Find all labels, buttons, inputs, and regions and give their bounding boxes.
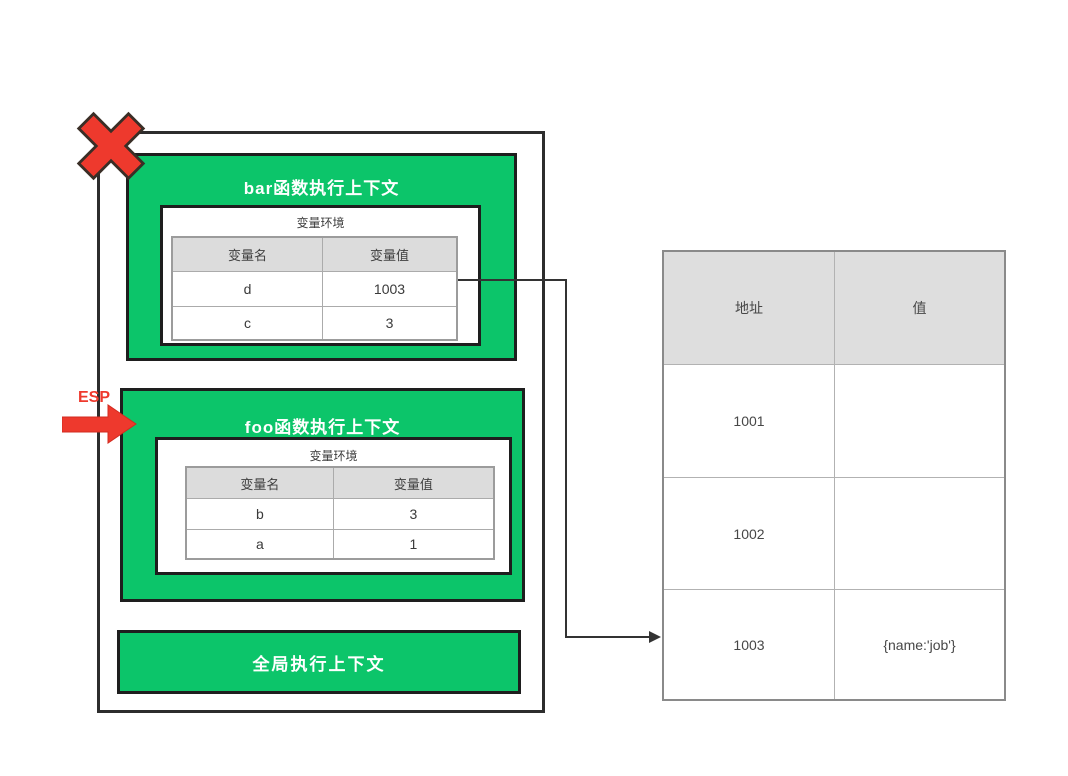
table-row: c 3 — [173, 306, 456, 339]
table-cell — [835, 478, 1004, 589]
esp-arrow-icon — [62, 404, 137, 444]
bar-context-title: bar函数执行上下文 — [243, 179, 400, 198]
column-header: 变量名 — [173, 238, 323, 271]
table-row: b 3 — [187, 498, 493, 529]
foo-context-title: foo函数执行上下文 — [244, 418, 401, 437]
destroy-x-icon — [76, 111, 146, 181]
column-header: 变量值 — [333, 468, 493, 498]
global-context-box: 全局执行上下文 — [117, 630, 521, 694]
foo-variables-table: 变量名 变量值 b 3 a 1 — [185, 466, 495, 560]
column-header: 变量值 — [322, 238, 456, 271]
table-header-row: 变量名 变量值 — [187, 468, 493, 498]
table-header-row: 变量名 变量值 — [173, 238, 456, 271]
table-cell: 1001 — [664, 365, 836, 477]
table-cell: a — [187, 530, 334, 558]
bar-env-label: 变量环境 — [296, 216, 345, 230]
table-cell — [835, 365, 1004, 477]
global-context-title: 全局执行上下文 — [252, 654, 386, 674]
foo-env-label: 变量环境 — [309, 449, 358, 463]
table-cell: 3 — [385, 315, 394, 331]
table-cell: 1002 — [664, 478, 836, 589]
column-header: 地址 — [664, 252, 836, 364]
table-row: 1003 {name:'job'} — [664, 589, 1004, 699]
table-cell: c — [173, 307, 323, 339]
table-cell: 1003 — [373, 281, 406, 297]
table-cell: b — [187, 499, 334, 529]
table-cell: 1003 — [664, 590, 836, 699]
bar-variables-table: 变量名 变量值 d 1003 c 3 — [171, 236, 458, 341]
column-header: 变量名 — [187, 468, 334, 498]
table-header-row: 地址 值 — [664, 252, 1004, 364]
memory-table: 地址 值 1001 1002 1003 {name:'job'} — [662, 250, 1006, 701]
table-cell: 3 — [409, 506, 418, 522]
table-row: 1002 — [664, 477, 1004, 589]
table-row: d 1003 — [173, 271, 456, 306]
table-row: 1001 — [664, 364, 1004, 477]
table-cell: {name:'job'} — [883, 636, 956, 653]
table-row: a 1 — [187, 529, 493, 558]
column-header: 值 — [835, 252, 1004, 364]
esp-label: ESP — [78, 389, 111, 406]
table-cell: d — [173, 272, 323, 306]
table-cell: 1 — [409, 536, 418, 552]
